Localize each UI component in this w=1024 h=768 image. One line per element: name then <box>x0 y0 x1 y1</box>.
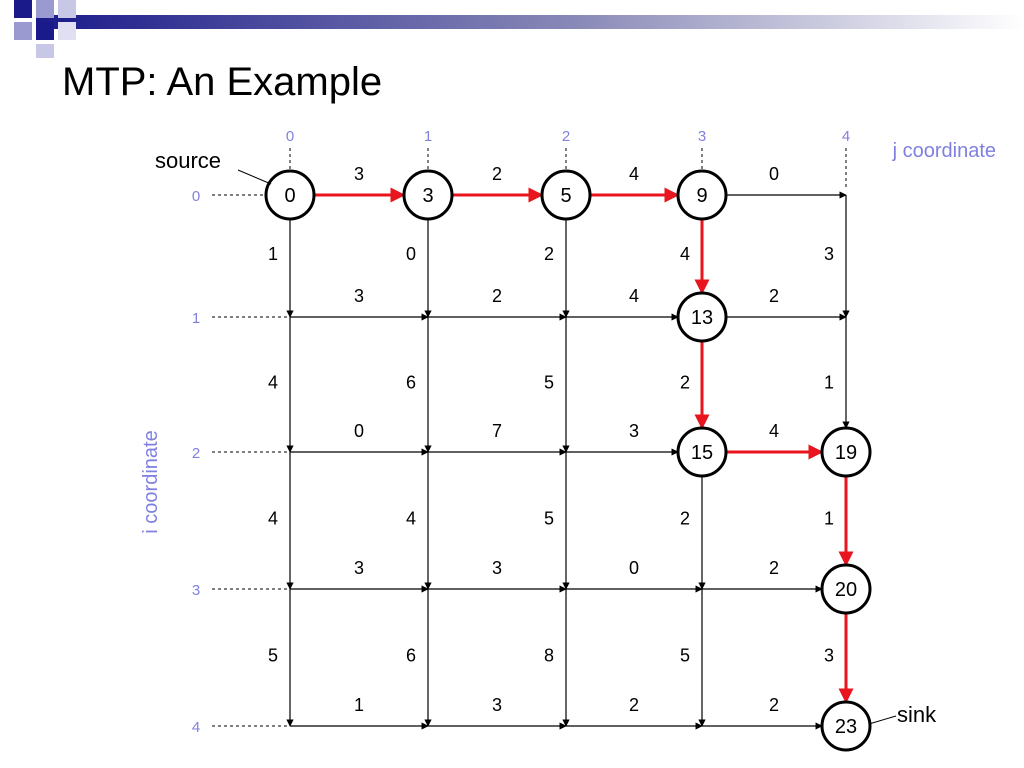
score-node <box>402 169 454 221</box>
i-index-label: 4 <box>192 719 200 736</box>
node-score: 0 <box>284 185 295 207</box>
j-coordinate-label: j coordinate <box>892 140 996 162</box>
node-score: 19 <box>835 442 857 464</box>
edge-weight: 2 <box>629 695 639 715</box>
edge-weight: 1 <box>824 373 834 393</box>
edge-weight: 0 <box>769 164 779 184</box>
node-score: 23 <box>835 716 857 738</box>
score-node <box>540 169 592 221</box>
edge-weight: 2 <box>769 286 779 306</box>
edge-weight: 7 <box>492 421 502 441</box>
edge-weight: 2 <box>769 558 779 578</box>
edge-weight: 2 <box>492 164 502 184</box>
score-node <box>820 700 872 752</box>
edge-weight: 4 <box>629 164 639 184</box>
edge-weight: 2 <box>680 373 690 393</box>
edge-weight: 0 <box>629 558 639 578</box>
edge-weight: 0 <box>406 244 416 264</box>
edge-weight: 2 <box>680 509 690 529</box>
node-score: 9 <box>696 185 707 207</box>
edge-weight: 4 <box>406 509 416 529</box>
sink-label: sink <box>897 702 937 727</box>
i-index-label: 3 <box>192 582 200 599</box>
edge-weight: 4 <box>268 373 278 393</box>
edge-weight: 3 <box>354 286 364 306</box>
source-label: source <box>155 148 221 173</box>
edge-weight: 3 <box>492 695 502 715</box>
header-square <box>36 0 54 18</box>
j-index-label: 1 <box>424 128 432 145</box>
source-pointer <box>237 169 272 185</box>
score-node <box>676 426 728 478</box>
sink-pointer <box>868 715 897 725</box>
edge-weight: 1 <box>354 695 364 715</box>
edge-weight: 3 <box>824 646 834 666</box>
edge-weight: 8 <box>544 646 554 666</box>
node-score: 15 <box>691 442 713 464</box>
score-node <box>820 563 872 615</box>
edge-weight: 4 <box>629 286 639 306</box>
edge-weight: 5 <box>544 373 554 393</box>
edge-weight: 3 <box>824 244 834 264</box>
edge-weight: 2 <box>544 244 554 264</box>
header-square <box>14 22 32 40</box>
header-square <box>36 44 54 58</box>
node-score: 20 <box>835 579 857 601</box>
edge-weight: 6 <box>406 646 416 666</box>
header-square <box>36 22 54 40</box>
j-index-label: 2 <box>562 128 570 145</box>
score-node <box>676 291 728 343</box>
node-score: 3 <box>422 185 433 207</box>
score-node <box>820 426 872 478</box>
j-index-label: 3 <box>698 128 706 145</box>
header-square <box>58 22 76 40</box>
score-node <box>264 169 316 221</box>
edge-weight: 1 <box>824 509 834 529</box>
i-index-label: 1 <box>192 310 200 327</box>
slide-title: MTP: An Example <box>62 60 383 104</box>
edge-weight: 0 <box>354 421 364 441</box>
header-decoration <box>14 0 1024 58</box>
header-gradient-bar <box>36 15 1024 29</box>
edge-weight: 4 <box>268 509 278 529</box>
node-score: 13 <box>691 307 713 329</box>
edge-weight: 3 <box>629 421 639 441</box>
i-index-label: 2 <box>192 445 200 462</box>
edge-weight: 2 <box>769 695 779 715</box>
i-coordinate-label: i coordinate <box>140 430 162 533</box>
edge-weight: 5 <box>680 646 690 666</box>
node-score: 5 <box>560 185 571 207</box>
edge-weight: 1 <box>268 244 278 264</box>
edge-weight: 5 <box>544 509 554 529</box>
edge-weight: 2 <box>492 286 502 306</box>
header-square <box>58 0 76 18</box>
edge-weight: 5 <box>268 646 278 666</box>
edge-weight: 3 <box>492 558 502 578</box>
j-index-label: 4 <box>842 128 850 145</box>
edge-weight: 3 <box>354 558 364 578</box>
header-square <box>14 0 32 18</box>
edge-weight: 4 <box>680 244 690 264</box>
j-index-label: 0 <box>286 128 294 145</box>
edge-weight: 3 <box>354 164 364 184</box>
edge-weight: 4 <box>769 421 779 441</box>
score-node <box>676 169 728 221</box>
edge-weight: 6 <box>406 373 416 393</box>
i-index-label: 0 <box>192 188 200 205</box>
